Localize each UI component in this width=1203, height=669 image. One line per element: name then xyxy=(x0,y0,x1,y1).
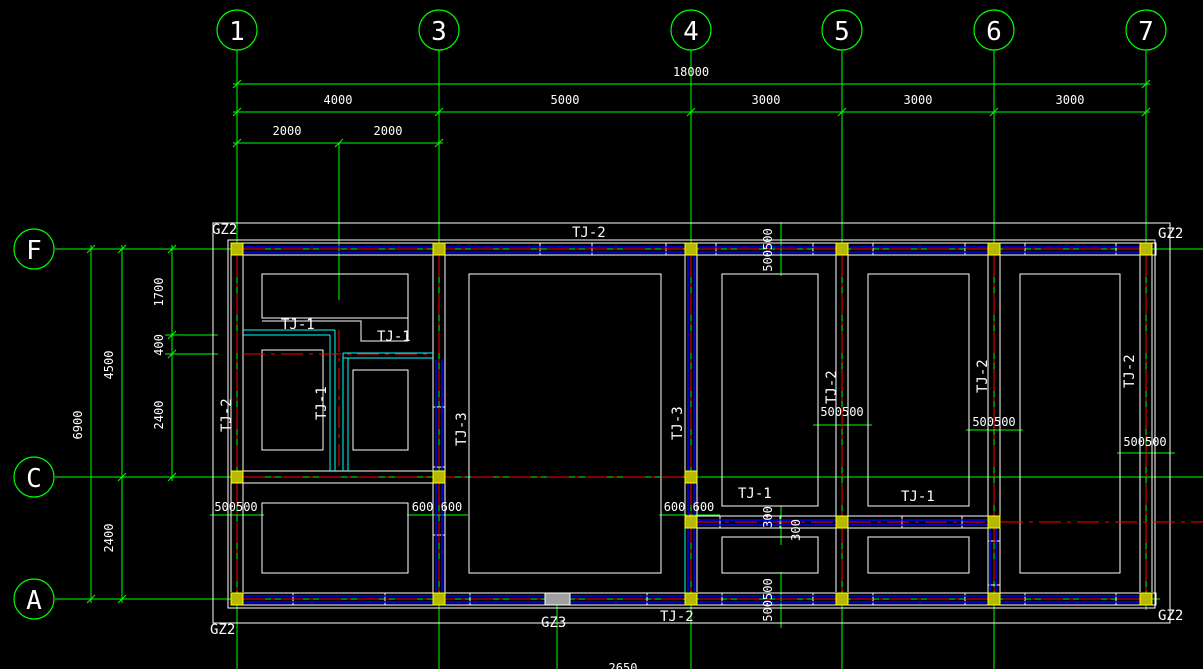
label-tj3-c4: TJ-3 xyxy=(670,406,686,440)
label-gz3: GZ3 xyxy=(541,615,566,631)
label-gz2-topright: GZ2 xyxy=(1158,226,1183,242)
axis-labels: 1 3 4 5 6 7 F C A xyxy=(26,17,1154,616)
column-4-C xyxy=(684,470,698,484)
label-tj3-c3: TJ-3 xyxy=(454,412,470,446)
axis-bubble-1 xyxy=(216,9,258,51)
dimension-lines xyxy=(85,79,1175,628)
dim-left-2400b: 2400 xyxy=(102,524,116,553)
dimension-texts: 18000 4000 5000 3000 3000 3000 2000 2000… xyxy=(71,65,1167,669)
dim-span-1: 4000 xyxy=(324,93,353,107)
column-gz3 xyxy=(544,592,571,606)
dim-subspan-1: 2000 xyxy=(273,124,302,138)
label-tj1-a: TJ-1 xyxy=(281,317,315,333)
column-5-m xyxy=(835,515,849,529)
label-tj1-vert: TJ-1 xyxy=(314,386,330,420)
axis-label-F: F xyxy=(26,236,42,266)
dim-left-overall: 6900 xyxy=(71,411,85,440)
label-gz2-bottomleft: GZ2 xyxy=(210,622,235,638)
column-1-F xyxy=(230,242,244,256)
dim-left-2400a: 2400 xyxy=(152,401,166,430)
dim-local-c1: 500500 xyxy=(214,500,257,514)
column-3-C xyxy=(432,470,446,484)
axis-bubble-4 xyxy=(670,9,712,51)
axis-label-6: 6 xyxy=(986,17,1002,47)
dim-left-400: 400 xyxy=(152,334,166,356)
dim-left-4500: 4500 xyxy=(102,351,116,380)
column-4-F xyxy=(684,242,698,256)
column-5-F xyxy=(835,242,849,256)
label-tj1-b: TJ-1 xyxy=(377,329,411,345)
dim-local-c6: 500500 xyxy=(972,415,1015,429)
label-tj2-c5: TJ-2 xyxy=(824,370,840,404)
label-tj2-top: TJ-2 xyxy=(572,225,606,241)
dim-local-c7: 500500 xyxy=(1123,435,1166,449)
axis-bubble-6 xyxy=(973,9,1015,51)
dim-local-r5-mid-b: 300 xyxy=(789,519,803,541)
column-3-A xyxy=(432,592,446,606)
element-labels: GZ2 GZ2 GZ2 GZ2 GZ3 TJ-2 TJ-2 TJ-1 TJ-1 … xyxy=(210,222,1183,638)
axis-label-5: 5 xyxy=(834,17,850,47)
column-4-m xyxy=(684,515,698,529)
label-gz2-bottomright: GZ2 xyxy=(1158,608,1183,624)
dim-span-3: 3000 xyxy=(752,93,781,107)
column-1-A xyxy=(230,592,244,606)
column-7-A xyxy=(1139,592,1153,606)
axis-label-1: 1 xyxy=(229,17,245,47)
dim-overall-top: 18000 xyxy=(673,65,709,79)
axis-label-4: 4 xyxy=(683,17,699,47)
axis-bubbles xyxy=(13,9,1167,620)
column-6-A xyxy=(987,592,1001,606)
axis-label-3: 3 xyxy=(431,17,447,47)
dim-span-4: 3000 xyxy=(904,93,933,107)
axis-bubble-7 xyxy=(1125,9,1167,51)
label-tj2-c6: TJ-2 xyxy=(975,359,991,393)
column-4-A xyxy=(684,592,698,606)
dim-local-r5-mid-a: 300 xyxy=(761,506,775,528)
axis-bubble-3 xyxy=(418,9,460,51)
tj1-cyan-lines xyxy=(243,329,686,593)
columns xyxy=(230,242,1153,606)
dim-local-c3: 600 600 xyxy=(412,500,463,514)
axis-label-C: C xyxy=(26,464,42,494)
grid-lines xyxy=(55,50,1203,669)
dim-left-1700: 1700 xyxy=(152,278,166,307)
dim-local-c5: 500500 xyxy=(820,405,863,419)
axis-bubble-5 xyxy=(821,9,863,51)
centerlines xyxy=(236,248,1203,600)
axis-label-A: A xyxy=(26,586,42,616)
dim-subspan-2: 2000 xyxy=(374,124,403,138)
axis-bubble-C xyxy=(13,456,55,498)
label-tj1-c: TJ-1 xyxy=(738,486,772,502)
label-gz2-topleft: GZ2 xyxy=(212,222,237,238)
column-6-F xyxy=(987,242,1001,256)
label-tj2-c7: TJ-2 xyxy=(1122,354,1138,388)
axis-label-7: 7 xyxy=(1138,17,1154,47)
column-1-C xyxy=(230,470,244,484)
label-tj2-c1: TJ-2 xyxy=(219,398,235,432)
dim-span-5: 3000 xyxy=(1056,93,1085,107)
axis-bubble-F xyxy=(13,228,55,270)
label-tj1-d: TJ-1 xyxy=(901,489,935,505)
column-3-F xyxy=(432,242,446,256)
axis-bubble-A xyxy=(13,578,55,620)
column-7-F xyxy=(1139,242,1153,256)
dim-local-r5-bot: 500500 xyxy=(761,578,775,621)
column-5-A xyxy=(835,592,849,606)
dim-local-c4: 600 600 xyxy=(664,500,715,514)
column-6-m xyxy=(987,515,1001,529)
dim-local-r5-top: 500500 xyxy=(761,228,775,271)
dim-span-2: 5000 xyxy=(551,93,580,107)
label-tj2-bottom: TJ-2 xyxy=(660,609,694,625)
dim-bottom-partial: 2650 xyxy=(609,661,638,669)
